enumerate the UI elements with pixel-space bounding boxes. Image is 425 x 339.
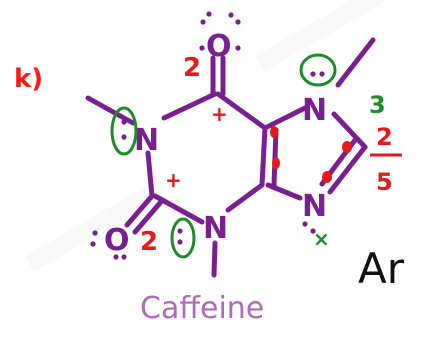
aromatic-label: Ar	[358, 244, 405, 293]
molecule-name: Caffeine	[140, 291, 264, 326]
electron-counts: 2 2 + + 2 5	[140, 53, 393, 257]
pi-electron-dots	[270, 126, 352, 183]
plus-bottom: +	[165, 168, 182, 192]
nitrogen-3: N	[203, 211, 228, 246]
nitrogen-9: N	[302, 189, 327, 224]
x-mark: ×	[313, 227, 330, 251]
ring-count-3: 3	[369, 91, 386, 119]
ring-count-2: 2	[376, 123, 393, 151]
nitrogen-1: N	[134, 123, 159, 158]
count-bottom: 2	[140, 227, 158, 257]
problem-label: k)	[14, 64, 43, 94]
lone-pairs	[90, 11, 325, 260]
ring-count-5: 5	[376, 168, 393, 196]
atom-labels: O N N N N O	[104, 29, 327, 258]
nitrogen-7: N	[302, 93, 327, 128]
oxygen-top: O	[206, 29, 232, 64]
lone-pair-circles	[110, 53, 337, 259]
bond-skeleton	[85, 37, 376, 278]
watermark	[24, 0, 386, 272]
oxygen-bottom: O	[104, 223, 130, 258]
plus-top: +	[211, 102, 228, 126]
count-top-left: 2	[183, 53, 201, 83]
